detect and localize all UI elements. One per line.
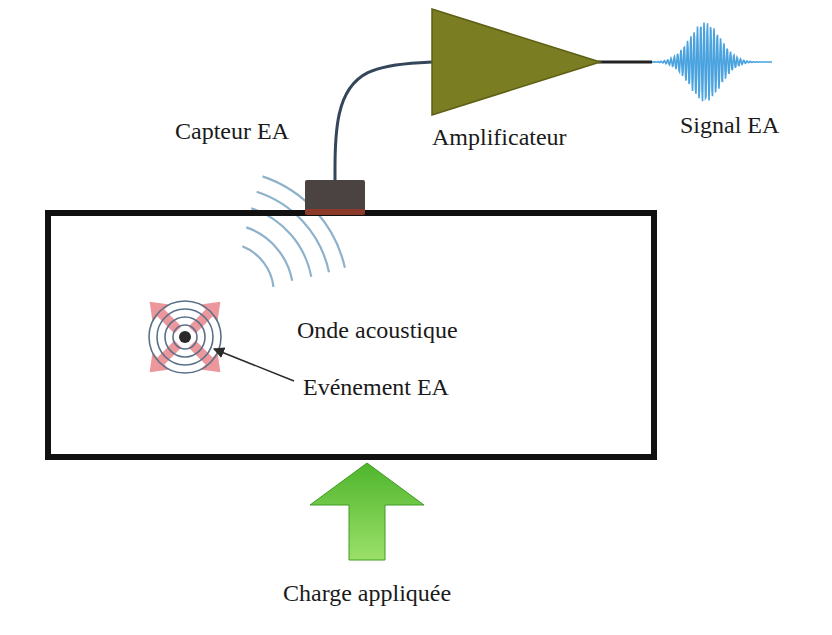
signal-label: Signal EA <box>680 112 779 140</box>
specimen-block: Onde acoustiqueEvénement EA <box>45 210 657 460</box>
output-wire <box>598 61 652 64</box>
load-arrow <box>310 463 424 560</box>
amplifier-triangle: Amplificateur <box>430 8 602 116</box>
sensor-cable <box>335 62 432 180</box>
event-source <box>179 331 191 343</box>
event-rings <box>149 301 221 373</box>
wave-label: Onde acoustique <box>295 317 460 345</box>
leader-line <box>214 349 294 381</box>
stress-arrows <box>141 293 229 381</box>
ea-sensor: Capteur EA <box>305 180 365 215</box>
ea-waveform <box>652 23 772 102</box>
sensor-label: Capteur EA <box>175 118 289 146</box>
event-label: Evénement EA <box>301 374 451 402</box>
amplifier-shape <box>430 8 602 116</box>
amplifier-label: Amplificateur <box>432 124 567 152</box>
load-label: Charge appliquée <box>283 580 451 608</box>
